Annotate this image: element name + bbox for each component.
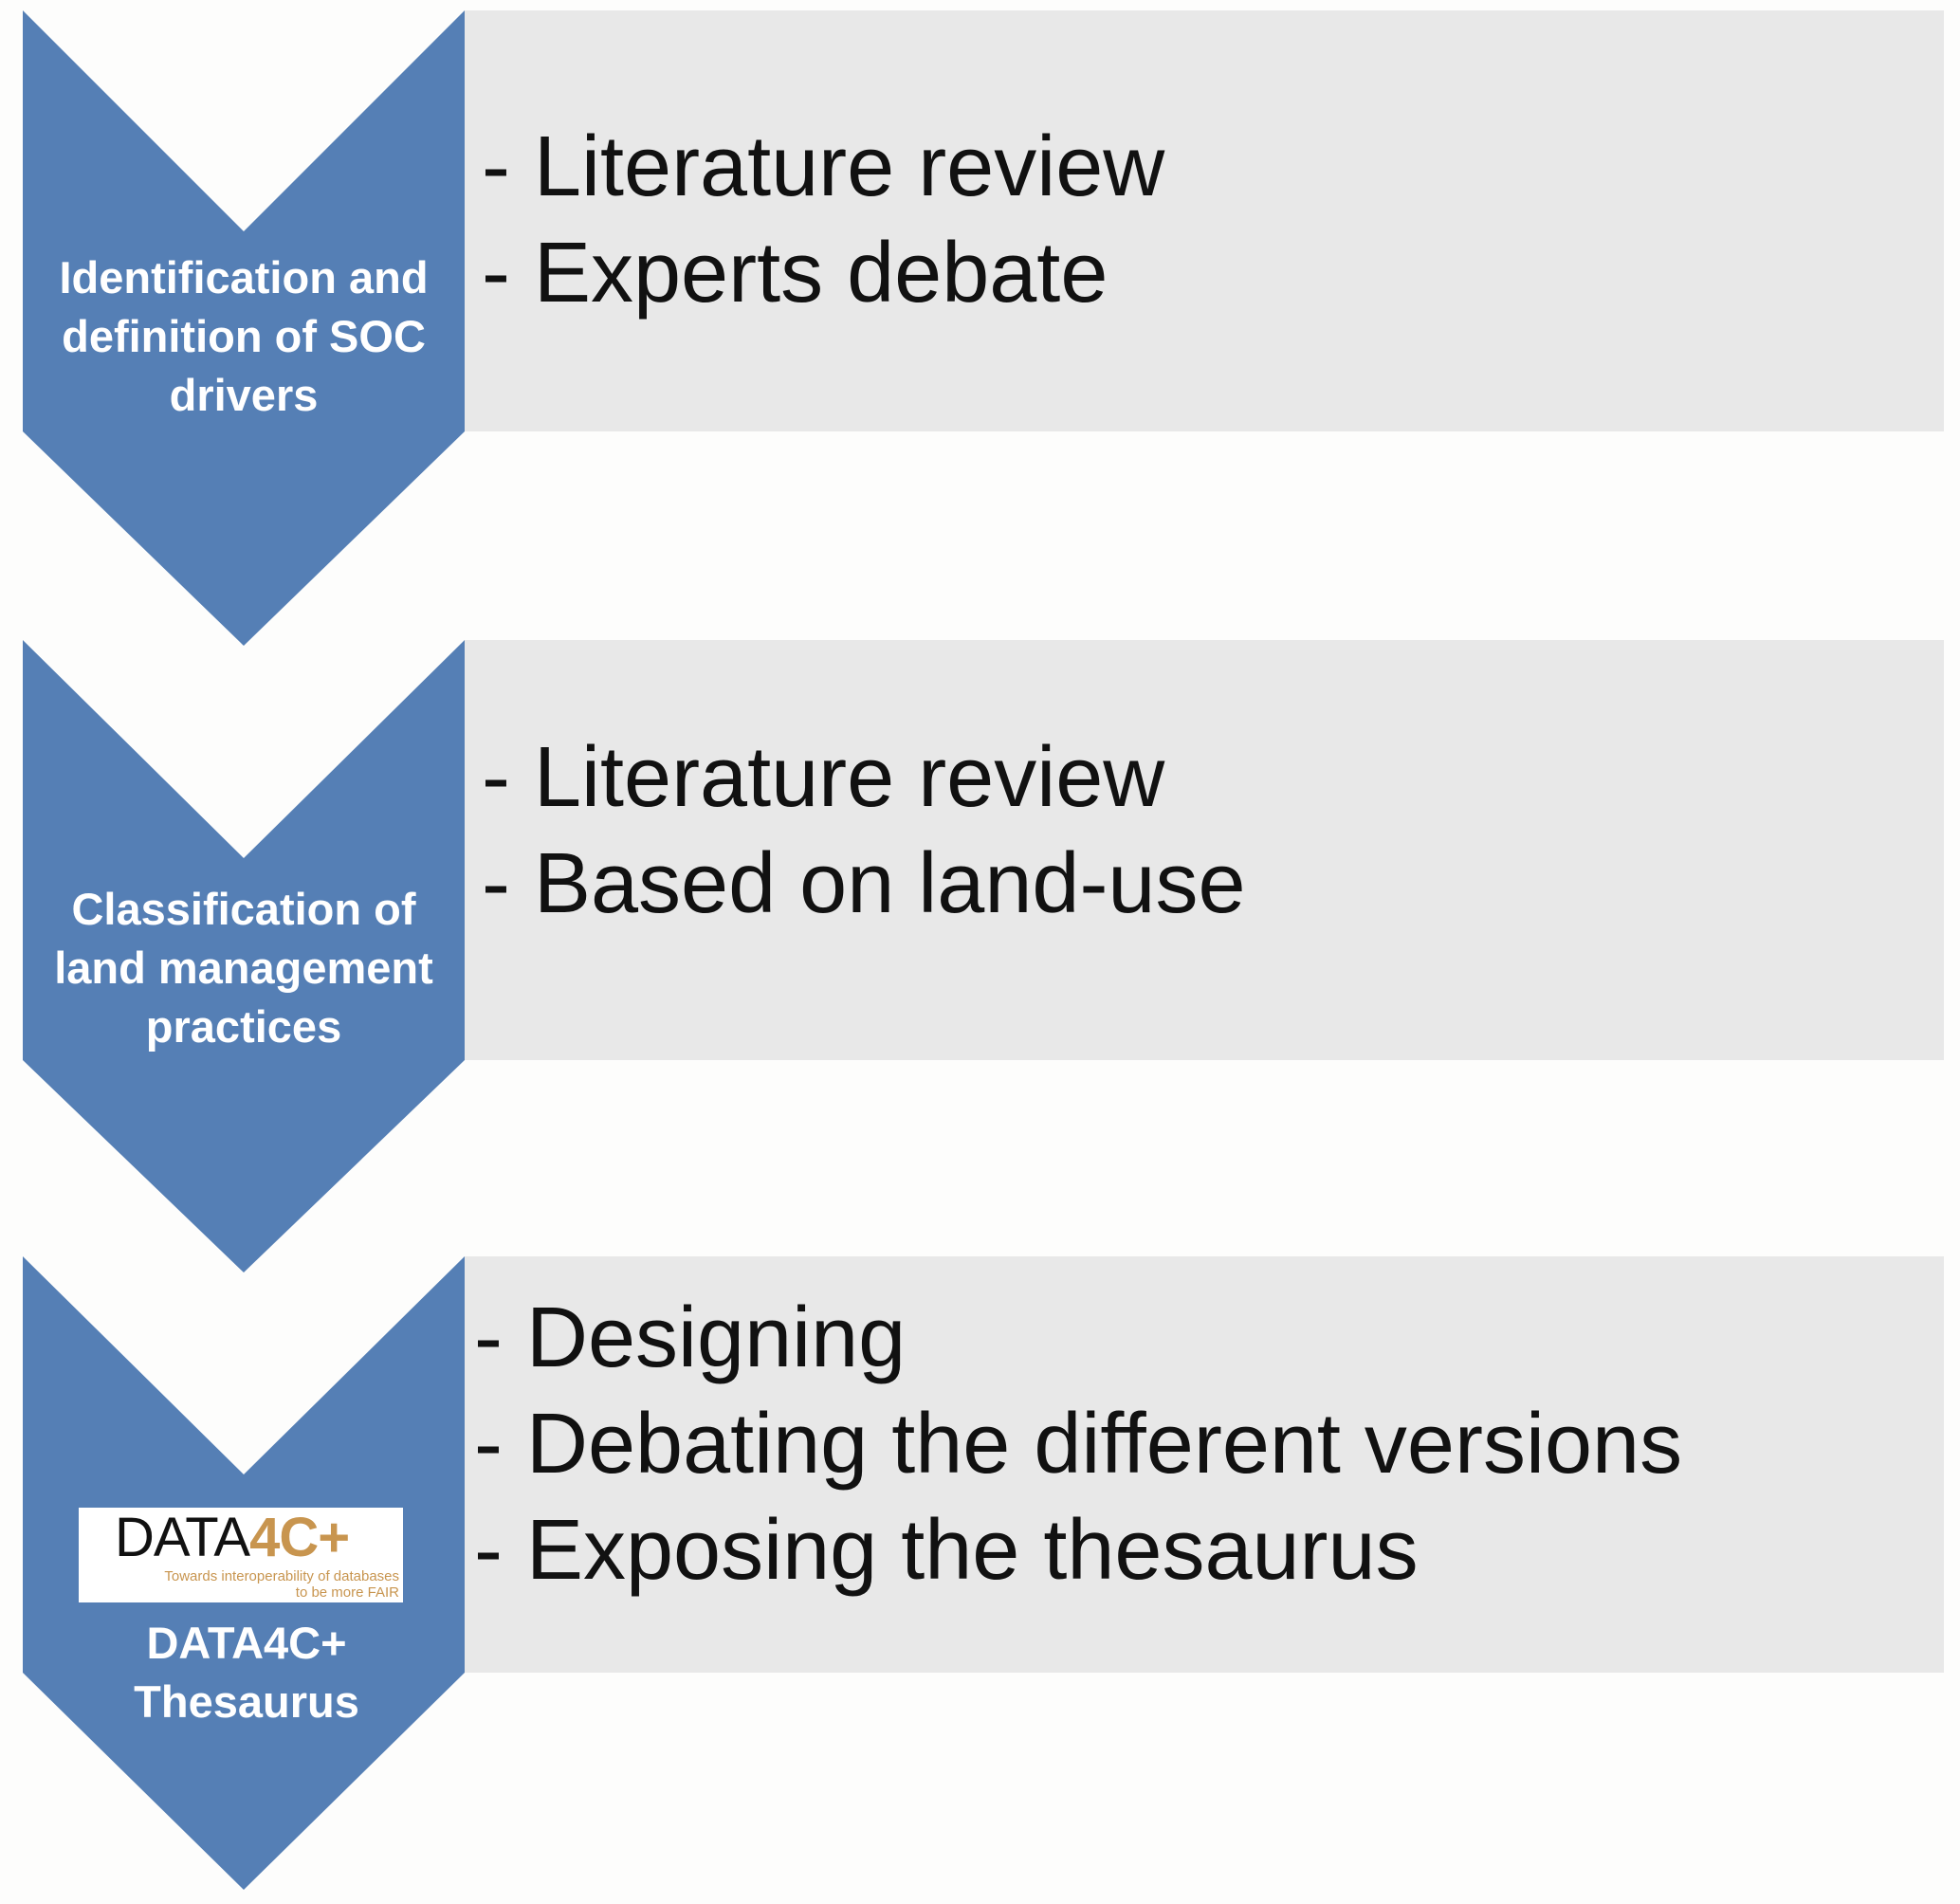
step-3-item: - Debating the different versions bbox=[474, 1397, 1683, 1492]
logo-tagline-line-2: to be more FAIR bbox=[295, 1584, 399, 1601]
data4c-logo: DATA4C+ Towards interoperability of data… bbox=[79, 1508, 403, 1602]
logo-wordmark: DATA4C+ bbox=[115, 1508, 350, 1568]
step-1-item: - Literature review bbox=[482, 119, 1165, 214]
step-2-details-box bbox=[465, 640, 1944, 1060]
step-1-item: - Experts debate bbox=[482, 226, 1108, 320]
step-3-details-box bbox=[465, 1256, 1944, 1673]
step-3-item: - Exposing the thesaurus bbox=[474, 1503, 1419, 1598]
step-2-item: - Based on land-use bbox=[482, 836, 1246, 931]
step-1-details-box bbox=[465, 10, 1944, 431]
chevron-step-2 bbox=[23, 640, 465, 1272]
step-2-label: Classification of land management practi… bbox=[54, 884, 433, 1052]
chevron-step-1 bbox=[23, 10, 465, 646]
logo-word-data: DATA bbox=[115, 1508, 250, 1568]
logo-word-4c-plus: 4C+ bbox=[249, 1508, 350, 1568]
step-3-label: DATA4C+ Thesaurus bbox=[134, 1618, 359, 1727]
step-2-item: - Literature review bbox=[482, 730, 1165, 825]
step-3-item: - Designing bbox=[474, 1291, 907, 1385]
logo-tagline-line-1: Towards interoperability of databases bbox=[164, 1568, 399, 1584]
step-1-label: Identification and definition of SOC dri… bbox=[59, 252, 429, 420]
